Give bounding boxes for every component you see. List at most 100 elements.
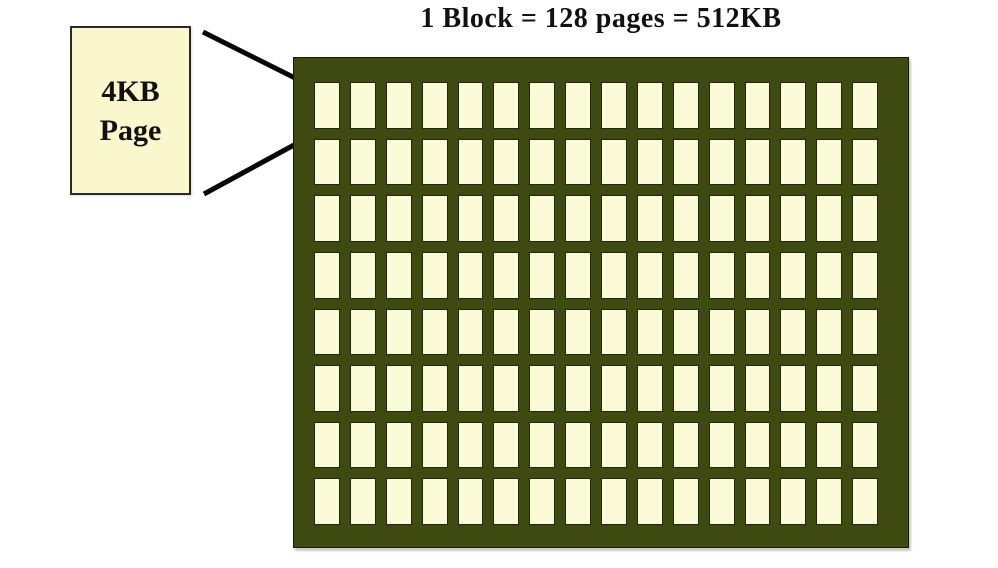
page-cell — [636, 82, 663, 129]
page-cell — [780, 82, 807, 129]
page-cell — [780, 308, 807, 356]
page-cell — [636, 478, 663, 525]
page-cell — [601, 195, 627, 242]
page-cell — [493, 251, 520, 299]
page-label-box: 4KB Page — [70, 26, 191, 195]
page-cell — [421, 138, 448, 186]
page-cell — [529, 251, 556, 299]
page-cell — [780, 421, 807, 469]
page-cell — [852, 365, 878, 412]
page-cell — [636, 251, 663, 299]
page-cell — [349, 138, 376, 186]
page-cell — [421, 365, 448, 412]
page-cell — [565, 478, 591, 525]
page-cell — [385, 421, 412, 469]
page-cell — [421, 308, 448, 356]
page-cell — [636, 421, 663, 469]
page-cell — [708, 478, 735, 525]
page-cell — [529, 138, 556, 186]
page-cell — [601, 308, 627, 356]
page-cell — [816, 478, 843, 525]
page-cell — [601, 138, 627, 186]
page-cell — [457, 365, 484, 412]
page-cell — [385, 478, 412, 525]
page-cell — [349, 421, 376, 469]
page-cell — [565, 308, 591, 356]
page-cell — [672, 251, 699, 299]
page-cell — [565, 195, 591, 242]
page-cell — [457, 195, 484, 242]
page-cell — [314, 308, 340, 356]
page-cell — [816, 308, 843, 356]
page-cell — [457, 138, 484, 186]
page-cell — [744, 365, 771, 412]
page-cell — [816, 195, 843, 242]
page-cell — [421, 195, 448, 242]
page-cell — [672, 82, 699, 129]
page-cell — [636, 308, 663, 356]
page-cell — [744, 251, 771, 299]
page-cell — [744, 478, 771, 525]
page-cell — [852, 308, 878, 356]
page-cell — [601, 251, 627, 299]
page-cell — [708, 308, 735, 356]
page-cell — [565, 82, 591, 129]
page-cell — [385, 138, 412, 186]
page-cell — [708, 195, 735, 242]
page-label-line1: 4KB — [101, 74, 160, 108]
page-cell — [314, 478, 340, 525]
page-cell — [601, 365, 627, 412]
page-cell — [780, 365, 807, 412]
page-cell — [565, 365, 591, 412]
page-label-line2: Page — [99, 113, 162, 147]
page-cell — [744, 421, 771, 469]
page-cell — [565, 421, 591, 469]
page-cell — [744, 195, 771, 242]
page-cell — [601, 421, 627, 469]
page-cell — [636, 365, 663, 412]
page-cell — [493, 308, 520, 356]
page-grid — [314, 82, 878, 525]
page-cell — [457, 308, 484, 356]
page-cell — [672, 308, 699, 356]
diagram-title: 1 Block = 128 pages = 512KB — [420, 3, 782, 34]
page-cell — [529, 478, 556, 525]
page-cell — [421, 251, 448, 299]
page-cell — [816, 421, 843, 469]
page-cell — [314, 365, 340, 412]
page-cell — [421, 478, 448, 525]
page-cell — [672, 195, 699, 242]
page-cell — [529, 82, 556, 129]
page-cell — [780, 478, 807, 525]
page-cell — [385, 195, 412, 242]
page-cell — [493, 365, 520, 412]
page-cell — [493, 478, 520, 525]
page-cell — [672, 478, 699, 525]
flash-block — [293, 57, 909, 548]
page-cell — [780, 195, 807, 242]
page-cell — [708, 251, 735, 299]
page-cell — [672, 138, 699, 186]
page-cell — [601, 478, 627, 525]
page-cell — [529, 421, 556, 469]
page-cell — [314, 251, 340, 299]
page-cell — [852, 478, 878, 525]
page-cell — [852, 82, 878, 129]
page-cell — [672, 421, 699, 469]
page-cell — [457, 251, 484, 299]
page-cell — [493, 421, 520, 469]
page-cell — [852, 195, 878, 242]
page-cell — [816, 82, 843, 129]
page-cell — [816, 365, 843, 412]
page-cell — [314, 138, 340, 186]
page-cell — [493, 82, 520, 129]
page-cell — [457, 421, 484, 469]
page-cell — [385, 251, 412, 299]
page-cell — [816, 251, 843, 299]
page-cell — [744, 82, 771, 129]
page-cell — [708, 421, 735, 469]
page-cell — [349, 478, 376, 525]
page-cell — [493, 195, 520, 242]
page-cell — [780, 138, 807, 186]
